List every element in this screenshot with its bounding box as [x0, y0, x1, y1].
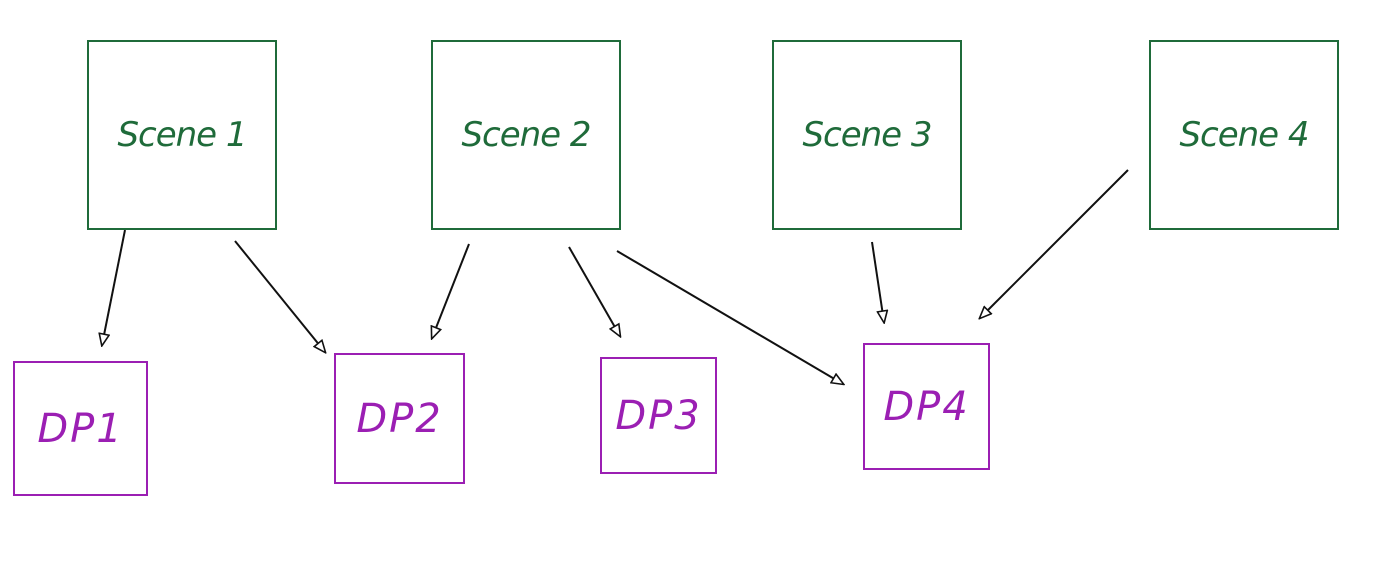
dp-2-box[interactable]: DP2	[334, 353, 465, 484]
dp-3-label: DP3	[615, 392, 702, 439]
dp-1-box[interactable]: DP1	[13, 361, 148, 496]
scene-4-label: Scene 4	[1179, 115, 1309, 155]
edge-scene2-dp4	[616, 250, 843, 384]
dp-4-box[interactable]: DP4	[863, 343, 990, 470]
scene-3-box[interactable]: Scene 3	[772, 40, 962, 230]
edge-scene4-dp4	[980, 169, 1129, 318]
edge-scene2-dp2	[432, 243, 470, 338]
edge-scene3-dp4	[871, 241, 884, 322]
scene-1-box[interactable]: Scene 1	[87, 40, 277, 230]
edge-scene1-dp1	[102, 229, 126, 345]
dp-1-label: DP1	[37, 405, 124, 452]
scene-1-label: Scene 1	[117, 115, 247, 155]
scene-3-label: Scene 3	[802, 115, 932, 155]
dp-3-box[interactable]: DP3	[600, 357, 717, 474]
dp-2-label: DP2	[356, 395, 443, 442]
edge-scene2-dp3	[568, 246, 620, 336]
edge-scene1-dp2	[234, 240, 325, 352]
dp-4-label: DP4	[883, 383, 970, 430]
scene-2-box[interactable]: Scene 2	[431, 40, 621, 230]
scene-4-box[interactable]: Scene 4	[1149, 40, 1339, 230]
scene-2-label: Scene 2	[461, 115, 591, 155]
